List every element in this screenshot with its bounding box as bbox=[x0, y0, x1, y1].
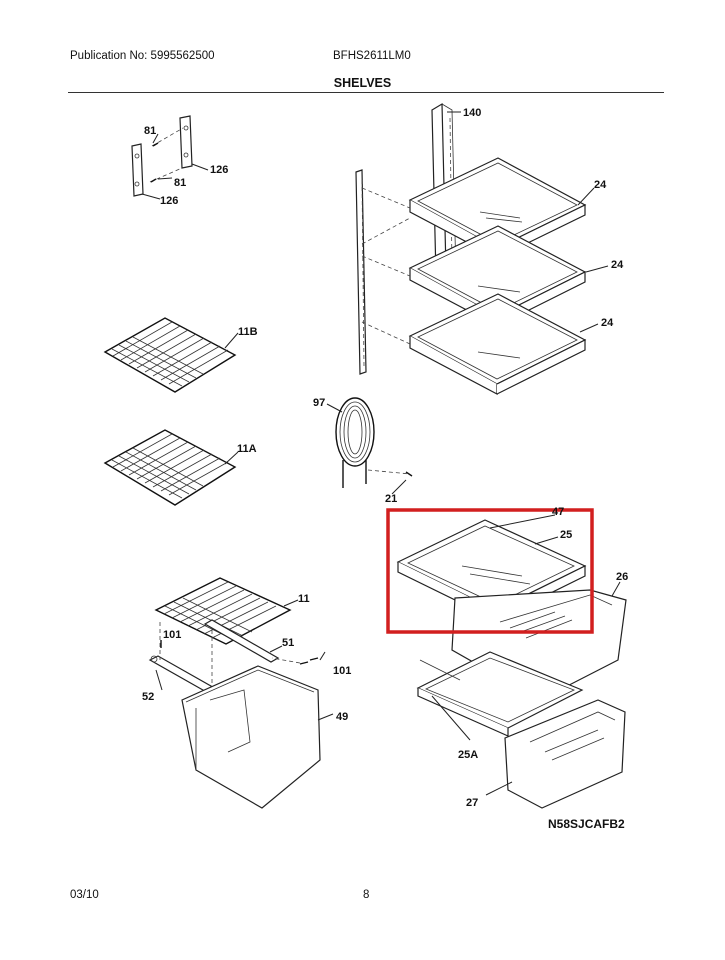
callout-label: 24 bbox=[594, 179, 607, 191]
callout-label: 101 bbox=[333, 665, 351, 677]
crisper-drawer-part bbox=[485, 699, 626, 809]
callout-label: 11A bbox=[237, 443, 257, 455]
callout-label: 81 bbox=[144, 125, 156, 137]
heater-coil-part bbox=[326, 397, 413, 495]
callout-label: 126 bbox=[210, 164, 228, 176]
callout-label: 49 bbox=[336, 711, 348, 723]
callout-label: 11 bbox=[298, 593, 310, 605]
callout-label: 25A bbox=[458, 749, 478, 761]
page-number: 8 bbox=[363, 889, 370, 901]
callout-label: 140 bbox=[463, 107, 481, 119]
glass-shelf-part bbox=[361, 157, 609, 395]
callout-label: 26 bbox=[616, 571, 628, 583]
callout-label: 51 bbox=[282, 637, 294, 649]
door-bin-part bbox=[181, 665, 334, 809]
callout-label: 11B bbox=[238, 326, 258, 338]
callout-label: 97 bbox=[313, 397, 325, 409]
wire-shelf-part bbox=[154, 577, 299, 645]
callout-label: 126 bbox=[160, 195, 178, 207]
model-number: BFHS2611LM0 bbox=[333, 50, 411, 62]
callout-label: 81 bbox=[174, 177, 186, 189]
header-divider bbox=[68, 92, 664, 93]
shelf-bracket-part bbox=[131, 115, 209, 200]
highlight-box bbox=[386, 508, 594, 634]
callout-label: 47 bbox=[552, 506, 564, 518]
crisper-cover-part bbox=[416, 651, 584, 741]
callout-label: 24 bbox=[601, 317, 614, 329]
callout-label: 27 bbox=[466, 797, 478, 809]
callout-label: 24 bbox=[611, 259, 624, 271]
callout-label: 21 bbox=[385, 493, 397, 505]
wire-shelf-part bbox=[103, 317, 239, 393]
shelf-slide-rail-part bbox=[148, 619, 326, 699]
drawing-code: N58SJCAFB2 bbox=[548, 817, 625, 831]
revision-date: 03/10 bbox=[70, 889, 99, 901]
wire-shelf-part bbox=[103, 429, 239, 506]
section-title: SHELVES bbox=[333, 76, 392, 90]
publication-number: Publication No: 5995562500 bbox=[70, 50, 215, 62]
callout-label: 25 bbox=[560, 529, 572, 541]
callout-label: 52 bbox=[142, 691, 154, 703]
callout-label: 101 bbox=[163, 629, 181, 641]
